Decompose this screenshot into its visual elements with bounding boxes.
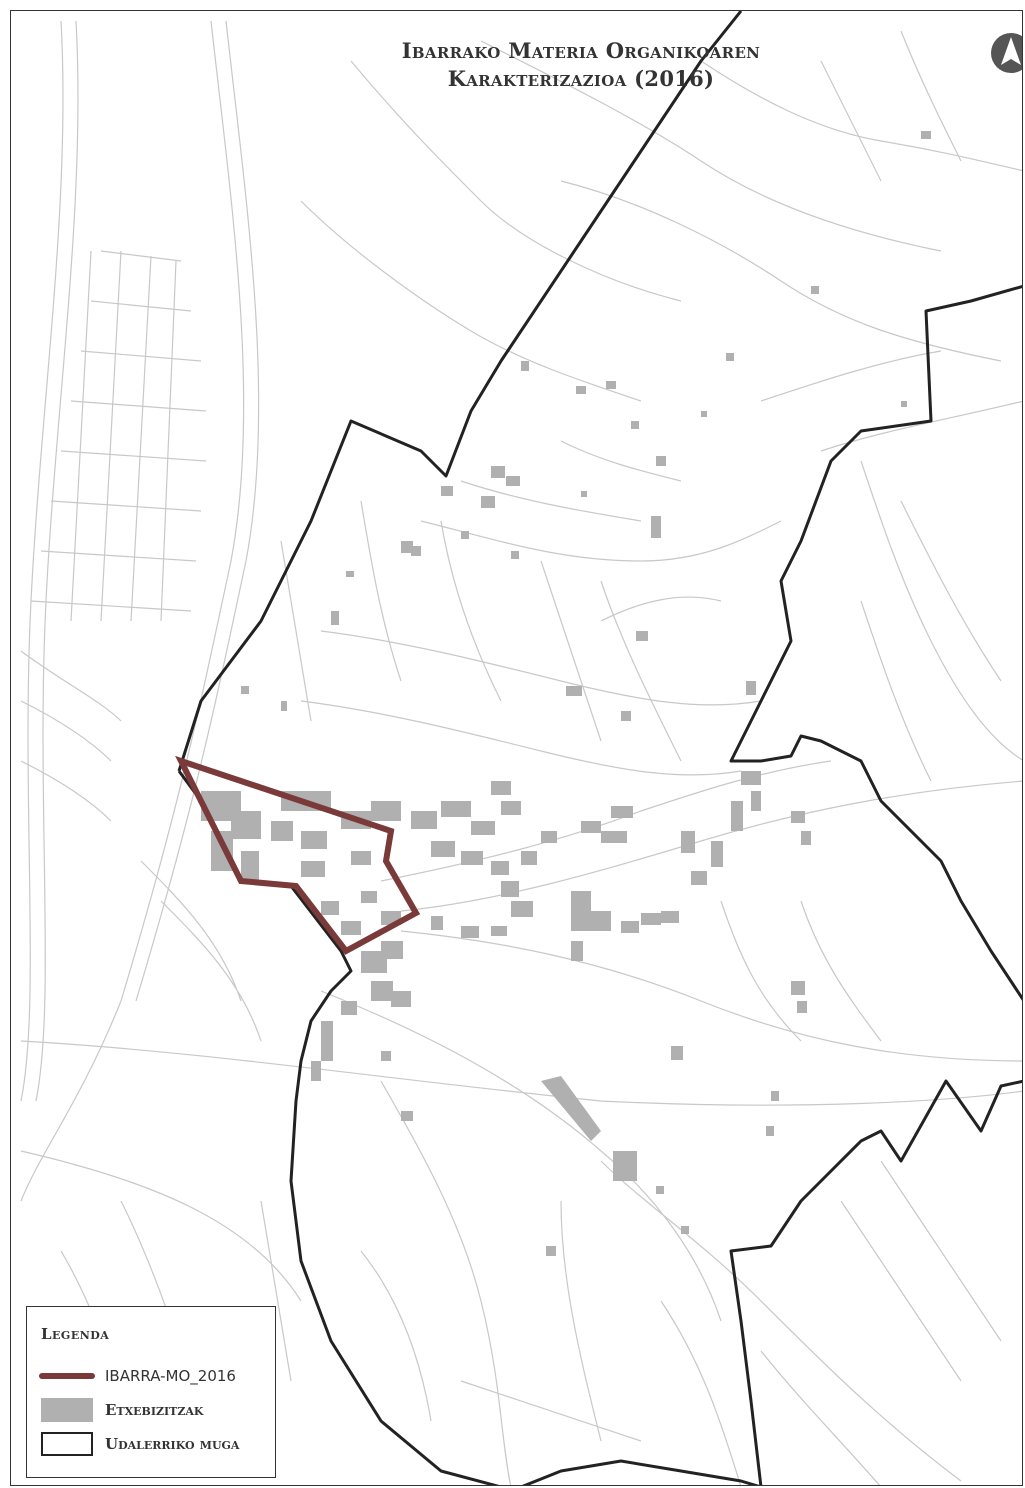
map-title: Ibarrako Materia Organikoaren Karakteriz… <box>351 37 811 93</box>
map-canvas[interactable] <box>11 11 1023 1486</box>
legend-item-label: Udalerriko muga <box>105 1435 240 1453</box>
legend-outline-symbol <box>39 1432 95 1456</box>
map-title-line-1: Ibarrako Materia Organikoaren <box>401 38 761 63</box>
legend-item-municipal-boundary: Udalerriko muga <box>39 1431 239 1457</box>
map-frame: Ibarrako Materia Organikoaren Karakteriz… <box>10 10 1023 1486</box>
north-arrow-icon <box>991 33 1022 73</box>
legend-line-symbol <box>39 1364 95 1388</box>
road-network <box>20 20 1022 1485</box>
municipal-boundary <box>177 11 1022 1485</box>
legend: Legenda IBARRA-MO_2016 Etxebizitzak Udal… <box>26 1306 276 1478</box>
map-title-line-2: Karakterizazioa (2016) <box>447 66 715 91</box>
legend-item-label: IBARRA-MO_2016 <box>105 1367 236 1385</box>
buildings <box>201 131 931 1256</box>
legend-item-buildings: Etxebizitzak <box>39 1397 203 1423</box>
legend-item-study-area: IBARRA-MO_2016 <box>39 1363 236 1389</box>
study-area-polygon <box>175 755 421 955</box>
legend-item-label: Etxebizitzak <box>105 1401 204 1419</box>
legend-title: Legenda <box>41 1325 110 1343</box>
legend-fill-symbol <box>39 1398 95 1422</box>
